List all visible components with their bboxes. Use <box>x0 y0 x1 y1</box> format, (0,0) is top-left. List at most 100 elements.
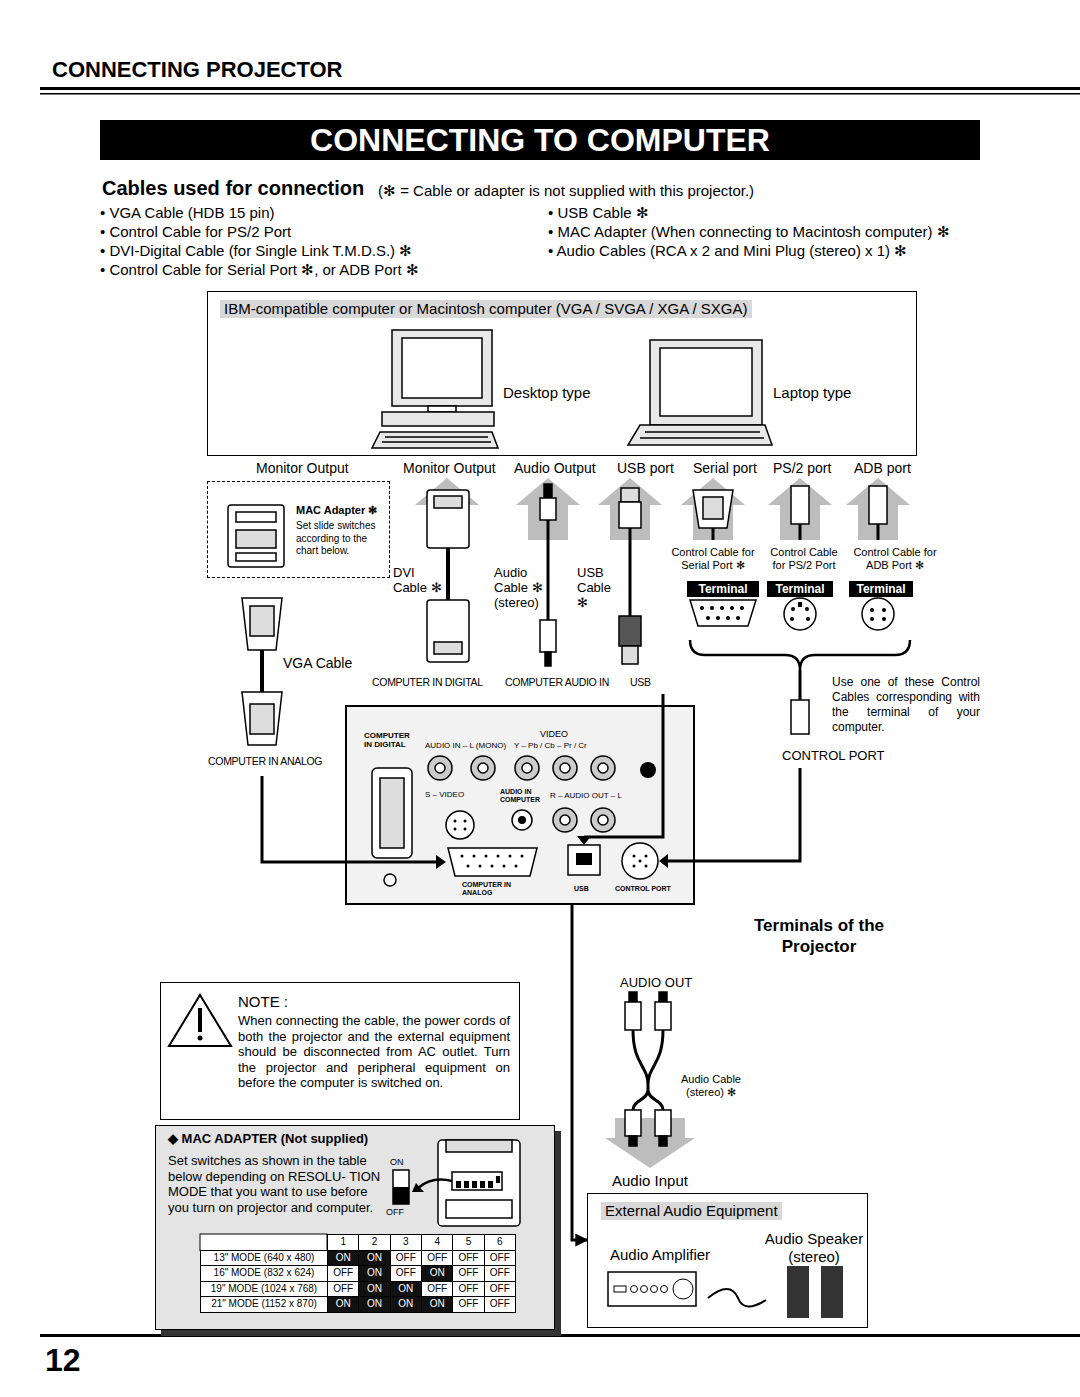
label: COMPUTER IN DIGITAL <box>372 676 483 689</box>
label: ON <box>390 1157 404 1168</box>
label: Control Cable for PS/2 Port <box>763 546 845 572</box>
node-text: NOTE : <box>238 993 288 1011</box>
label: USB <box>630 676 651 689</box>
table-cell: OFF <box>484 1250 516 1267</box>
table-cell: ON <box>390 1296 422 1313</box>
label: Audio Input <box>612 1172 688 1190</box>
label: Terminal <box>687 581 759 597</box>
table-cell: 6 <box>484 1234 516 1251</box>
table-cell: 4 <box>421 1234 453 1251</box>
label: Use one of these Control Cables correspo… <box>832 675 980 735</box>
label: • VGA Cable (HDB 15 pin) <box>100 204 275 222</box>
label: Serial port <box>693 460 757 477</box>
table-cell: OFF <box>452 1281 484 1298</box>
label: VGA Cable <box>283 655 352 672</box>
table-cell: OFF <box>327 1265 359 1282</box>
table-cell: ON <box>327 1250 359 1267</box>
label: OFF <box>386 1207 404 1218</box>
label: • Control Cable for PS/2 Port <box>100 223 291 241</box>
label: Cables used for connection <box>102 176 364 200</box>
table-cell: OFF <box>484 1281 516 1298</box>
label: AUDIO IN – L (MONO) <box>425 741 506 751</box>
table-cell: 1 <box>327 1234 359 1251</box>
mac-adapter-box: MAC Adapter ✻ Set slide switches accordin… <box>207 481 390 578</box>
table-cell: ON <box>421 1296 453 1313</box>
table-cell: ON <box>327 1296 359 1313</box>
label: Audio Output <box>514 460 596 477</box>
node-text: When connecting the cable, the power cor… <box>238 1013 510 1091</box>
label: • Control Cable for Serial Port ✻, or AD… <box>100 261 419 279</box>
label: Audio Cable ✻ (stereo) <box>494 565 544 610</box>
table-cell: OFF <box>421 1250 453 1267</box>
label: (✻ = Cable or adapter is not supplied wi… <box>378 182 754 200</box>
label: COMPUTER IN ANALOG <box>208 755 322 768</box>
node-text: Set slide switches according to the char… <box>296 520 389 558</box>
table-cell: 2 <box>358 1234 390 1251</box>
page-title: CONNECTING TO COMPUTER <box>100 120 980 160</box>
audio-connector <box>572 905 587 1240</box>
label: • USB Cable ✻ <box>548 204 649 222</box>
label: COMPUTER IN ANALOG <box>462 881 522 897</box>
node-text: Laptop type <box>773 384 851 402</box>
table-cell: OFF <box>452 1265 484 1282</box>
table-cell: 21" MODE (1152 x 870) <box>200 1296 328 1313</box>
label: USB port <box>617 460 674 477</box>
label: COMPUTER AUDIO IN <box>505 676 609 689</box>
node-text: MAC Adapter ✻ <box>296 504 377 517</box>
table-cell: OFF <box>390 1265 422 1282</box>
table-cell: 3 <box>390 1234 422 1251</box>
table-cell: OFF <box>421 1281 453 1298</box>
label: 12 <box>45 1341 81 1379</box>
label: R – AUDIO OUT – L <box>550 791 622 801</box>
label: Monitor Output <box>403 460 496 477</box>
table-cell: 16" MODE (832 x 624) <box>200 1265 328 1282</box>
label: • DVI-Digital Cable (for Single Link T.M… <box>100 242 412 260</box>
node-text: Terminals of the Projector <box>749 915 889 957</box>
label: Terminal <box>767 581 833 597</box>
label: Control Cable for ADB Port ✻ <box>847 546 943 572</box>
label: Terminal <box>849 581 913 597</box>
table-cell: 19" MODE (1024 x 768) <box>200 1281 328 1298</box>
label: S – VIDEO <box>425 790 464 800</box>
table-cell: 13" MODE (640 x 480) <box>200 1250 328 1267</box>
node-text: Set switches as shown in the table below… <box>168 1153 382 1215</box>
node-text: External Audio Equipment <box>601 1202 782 1220</box>
label: AUDIO OUT <box>620 975 692 990</box>
audio-equipment-box: External Audio EquipmentAudio Amplifier A… <box>587 1193 868 1328</box>
note-box: NOTE : When connecting the cable, the pow… <box>160 982 520 1120</box>
label: Audio Cable (stereo) ✻ <box>680 1073 742 1099</box>
node-text: Audio Amplifier <box>610 1246 710 1264</box>
label: COMPUTER IN DIGITAL <box>364 731 416 749</box>
label: Control Cable for Serial Port ✻ <box>665 546 761 572</box>
label: CONTROL PORT <box>615 885 671 893</box>
label: AUDIO IN COMPUTER <box>500 788 542 804</box>
computer-box: IBM-compatible computer or Macintosh com… <box>207 291 917 456</box>
node-text: Audio Speaker (stereo) <box>764 1230 864 1266</box>
table-cell: ON <box>358 1265 390 1282</box>
table-cell: OFF <box>452 1296 484 1313</box>
label: Y – Pb / Cb – Pr / Cr <box>514 741 587 751</box>
label: USB <box>574 885 589 893</box>
node-text: ◆ MAC ADAPTER (Not supplied) <box>168 1131 368 1147</box>
table-cell: ON <box>358 1250 390 1267</box>
label: • Audio Cables (RCA x 2 and Mini Plug (s… <box>548 242 907 260</box>
table-cell: OFF <box>452 1250 484 1267</box>
label: • MAC Adapter (When connecting to Macint… <box>548 223 950 241</box>
node-text: IBM-compatible computer or Macintosh com… <box>220 300 752 318</box>
label: CONNECTING PROJECTOR <box>52 57 343 83</box>
label: DVI Cable ✻ <box>393 565 445 595</box>
table-cell: ON <box>358 1296 390 1313</box>
label: PS/2 port <box>773 460 831 477</box>
table-cell: OFF <box>484 1265 516 1282</box>
table-cell: 5 <box>452 1234 484 1251</box>
label: ADB port <box>854 460 911 477</box>
label: USB Cable ✻ <box>577 565 623 610</box>
table-cell: OFF <box>390 1250 422 1267</box>
table-cell: OFF <box>327 1281 359 1298</box>
table-cell: ON <box>421 1265 453 1282</box>
node-text: Desktop type <box>503 384 591 402</box>
table-cell: ON <box>390 1281 422 1298</box>
table-cell: ON <box>358 1281 390 1298</box>
label: CONTROL PORT <box>782 748 885 763</box>
